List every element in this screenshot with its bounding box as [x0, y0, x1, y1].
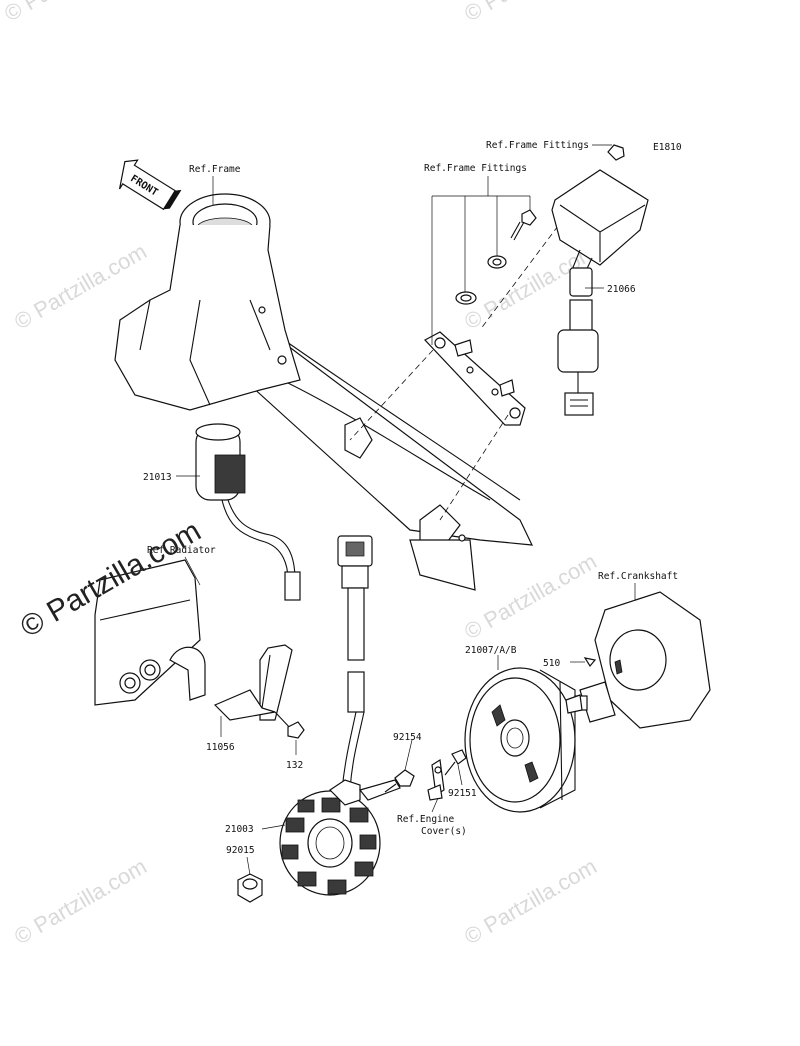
leader-lines: [176, 144, 636, 876]
label-92154: 92154: [393, 732, 422, 743]
label-ref-crankshaft: Ref.Crankshaft: [598, 571, 678, 582]
label-ref-frame-fittings: Ref.Frame Fittings: [424, 163, 527, 174]
label-21013: 21013: [143, 472, 172, 483]
label-510: 510: [543, 658, 560, 669]
bolt-92154: [384, 769, 415, 793]
frame-fittings: [349, 169, 601, 521]
watermark-faint: © Partzilla.com: [0, 0, 141, 26]
ignition-coil: [195, 423, 301, 601]
label-11056: 11056: [206, 742, 235, 753]
crankshaft: [565, 591, 711, 729]
watermark-faint: © Partzilla.com: [460, 0, 601, 26]
watermark-faint: © Partzilla.com: [460, 549, 601, 645]
radiator: [94, 559, 206, 706]
bolt-132: [274, 711, 305, 739]
label-ref-radiator: Ref.Radiator: [147, 545, 216, 556]
watermark-faint: © Partzilla.com: [10, 854, 151, 950]
label-ref-engine-cover-2: Cover(s): [421, 826, 467, 837]
label-132: 132: [286, 760, 303, 771]
label-21066: 21066: [607, 284, 636, 295]
label-ref-engine-cover-1: Ref.Engine: [397, 814, 454, 825]
regulator-rectifier: [551, 144, 649, 416]
coil-bracket: [213, 644, 293, 721]
label-ref-frame: Ref.Frame: [189, 164, 241, 175]
label-92015: 92015: [226, 845, 255, 856]
label-ref-frame-fittings-top: Ref.Frame Fittings: [486, 140, 589, 151]
nut-92015: [237, 873, 263, 903]
stator-harness: [337, 535, 373, 791]
watermark-faint: © Partzilla.com: [460, 854, 601, 950]
frame-illustration: [114, 193, 534, 591]
diagram-code: E1810: [653, 142, 682, 153]
label-21003: 21003: [225, 824, 254, 835]
label-21007: 21007/A/B: [465, 645, 517, 656]
label-92151: 92151: [448, 788, 477, 799]
rotor-flywheel: [464, 667, 576, 813]
stator: [279, 779, 401, 896]
part-labels: Ref.Frame Ref.Frame Fittings Ref.Frame F…: [143, 140, 678, 856]
front-arrow: FRONT: [118, 159, 182, 211]
clamp-and-bolt: [427, 749, 467, 801]
